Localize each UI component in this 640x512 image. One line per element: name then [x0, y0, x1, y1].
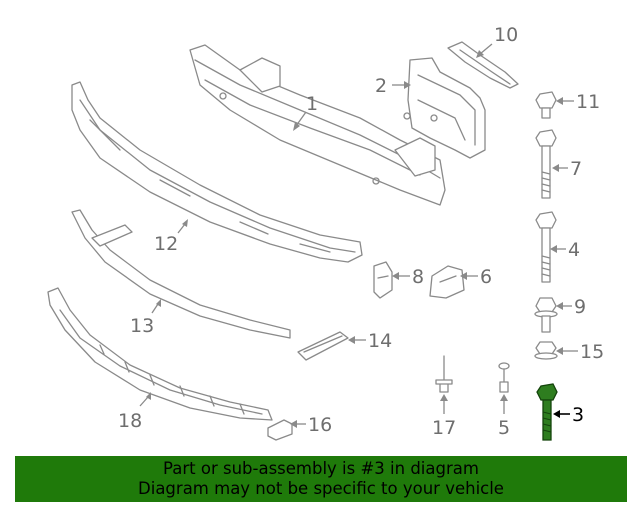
callout-8: 8: [412, 266, 424, 288]
banner-line-2: Diagram may not be specific to your vehi…: [138, 479, 504, 498]
part-9-flange-bolt: [534, 297, 558, 333]
part-3-highlighted-bolt: [536, 383, 558, 441]
callout-16: 16: [308, 414, 332, 436]
callout-4: 4: [568, 239, 580, 261]
callout-11: 11: [576, 91, 600, 113]
callout-15: 15: [580, 341, 604, 363]
part-13-lower-trim: [71, 209, 291, 339]
part-16-clip: [267, 419, 293, 441]
part-14-pad: [297, 331, 349, 361]
part-12-energy-absorber: [71, 81, 363, 263]
callout-5: 5: [498, 417, 510, 439]
callout-10: 10: [494, 24, 518, 46]
part-1-bumper-beam: [189, 44, 446, 206]
part-18-lower-cover: [47, 287, 273, 421]
part-notice-banner: Part or sub-assembly is #3 in diagram Di…: [15, 456, 627, 502]
banner-line-1: Part or sub-assembly is #3 in diagram: [163, 459, 479, 478]
callout-12: 12: [154, 233, 178, 255]
part-2-bracket: [403, 57, 486, 159]
callout-3: 3: [572, 404, 584, 426]
callout-1: 1: [306, 93, 318, 115]
part-11-bolt: [535, 91, 557, 119]
part-6-small-bracket: [429, 265, 465, 299]
callout-14: 14: [368, 330, 392, 352]
callout-9: 9: [574, 296, 586, 318]
callout-7: 7: [570, 158, 582, 180]
part-7-long-bolt: [535, 129, 557, 199]
part-15-flange-nut: [534, 341, 558, 360]
part-4-long-bolt: [535, 211, 557, 283]
callout-17: 17: [432, 417, 456, 439]
callout-6: 6: [480, 266, 492, 288]
parts-diagram: 1 2 3 4 5 6 7 8 9 10 11 12 13 14 15 16 1…: [47, 24, 604, 441]
part-5-push-pin: [498, 362, 510, 393]
part-10-angled-bracket: [447, 41, 519, 89]
part-8-small-bracket: [373, 261, 393, 299]
callout-13: 13: [130, 315, 154, 337]
callout-18: 18: [118, 410, 142, 432]
leader-lines: [139, 43, 578, 428]
callout-2: 2: [375, 75, 387, 97]
part-17-rivet: [435, 355, 453, 393]
